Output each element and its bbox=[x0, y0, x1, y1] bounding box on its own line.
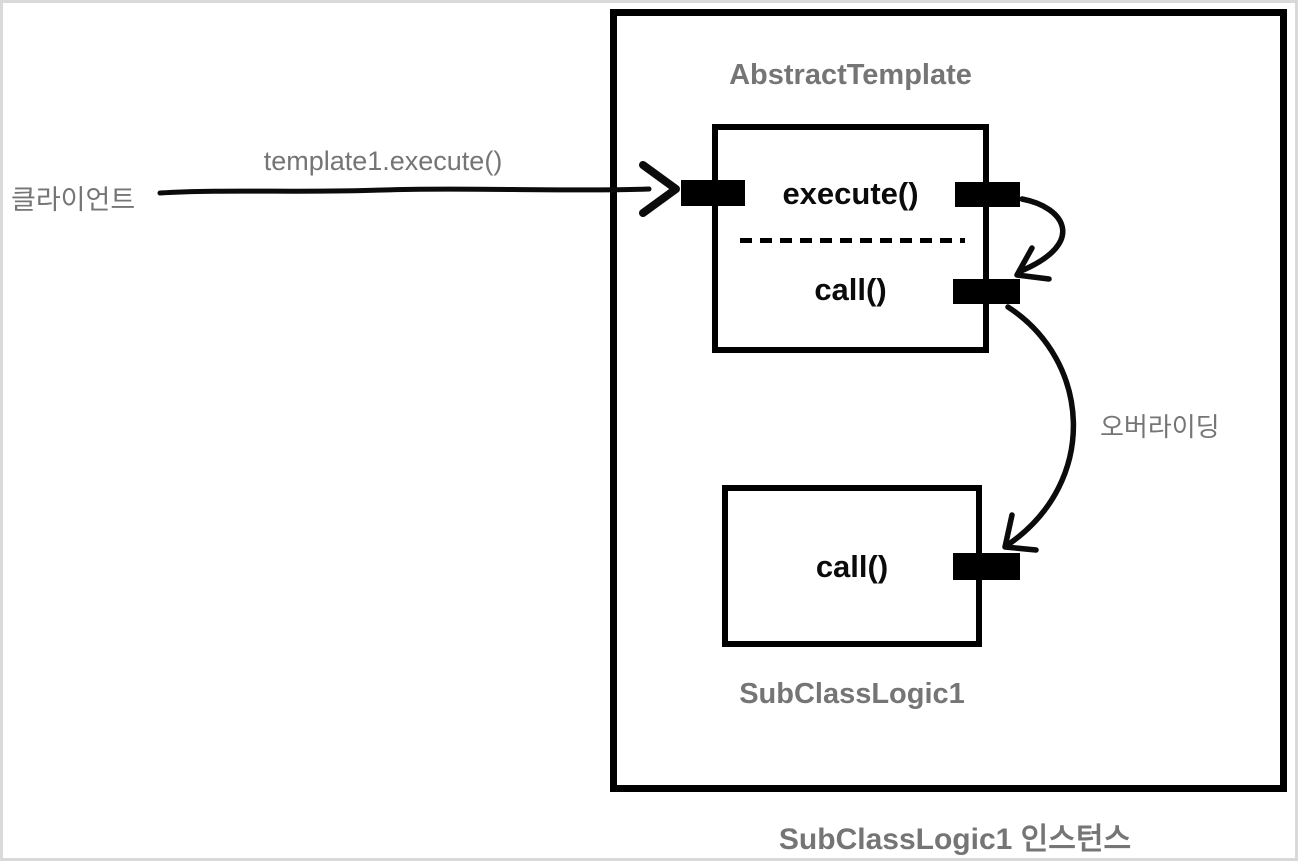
abstract-call-method-label: call() bbox=[814, 272, 887, 307]
abstract-call-port bbox=[953, 279, 1020, 304]
subclass-call-port bbox=[953, 553, 1020, 580]
client-label: 클라이언트 bbox=[11, 185, 136, 215]
instance-outer-box bbox=[610, 9, 1287, 792]
subclass-logic1-box bbox=[722, 485, 982, 647]
subclass-logic1-title: SubClassLogic1 bbox=[739, 678, 965, 710]
execute-left-port bbox=[681, 180, 745, 206]
overriding-label: 오버라이딩 bbox=[1100, 412, 1220, 442]
execute-method-label: execute() bbox=[782, 176, 919, 211]
template-execute-call-label: template1.execute() bbox=[263, 146, 503, 176]
instance-caption: SubClassLogic1 인스턴스 bbox=[778, 823, 1132, 856]
method-separator-dashed-line bbox=[740, 238, 965, 243]
execute-right-port bbox=[955, 182, 1020, 207]
abstract-template-title: AbstractTemplate bbox=[729, 59, 972, 91]
subclass-call-method-label: call() bbox=[815, 549, 889, 584]
